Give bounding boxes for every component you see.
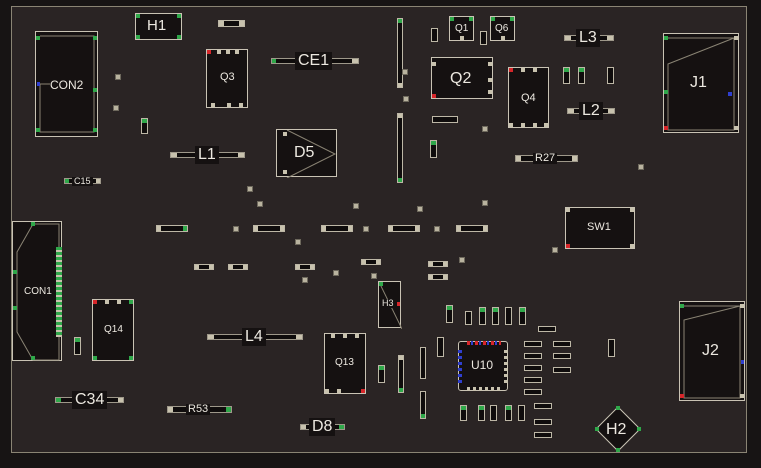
label-h2: H2	[606, 421, 627, 438]
label-h3: H3	[382, 298, 394, 308]
label-d8: D8	[309, 418, 336, 436]
capacitor-l3-2[interactable]	[578, 67, 585, 84]
label-sw1: SW1	[587, 221, 611, 233]
label-c34: C34	[72, 391, 108, 409]
label-q6: Q6	[495, 23, 509, 34]
component-q2[interactable]	[431, 57, 493, 99]
label-ce1: CE1	[295, 52, 333, 70]
label-c15: C15	[72, 176, 93, 186]
resistor-vertical-2[interactable]	[397, 113, 403, 183]
component-h1[interactable]	[135, 13, 182, 40]
label-j1: J1	[690, 74, 707, 91]
capacitor-l3-3[interactable]	[607, 67, 614, 84]
label-con2: CON2	[50, 78, 84, 92]
label-d5: D5	[294, 144, 315, 161]
label-con1: CON1	[24, 286, 52, 297]
con1-pin-strip	[56, 247, 62, 337]
label-u10: U10	[471, 358, 494, 372]
resistor-top-1[interactable]	[218, 20, 245, 27]
label-h1: H1	[147, 17, 167, 34]
label-q14: Q14	[104, 324, 123, 335]
label-q3: Q3	[220, 71, 235, 83]
label-l4: L4	[242, 328, 266, 346]
component-con2[interactable]	[35, 31, 98, 137]
label-r53: R53	[186, 403, 211, 415]
label-q13: Q13	[335, 357, 354, 368]
label-j2: J2	[702, 342, 719, 359]
resistor-vertical-1[interactable]	[397, 18, 403, 88]
label-q2: Q2	[450, 70, 472, 87]
label-l2: L2	[579, 102, 603, 120]
capacitor-l3-1[interactable]	[563, 67, 570, 84]
pcb-board: H1 CON2 Q3 CE1 Q1	[11, 6, 747, 453]
label-q4: Q4	[521, 92, 536, 104]
label-l1: L1	[195, 146, 219, 164]
label-r27: R27	[533, 152, 558, 164]
label-l3: L3	[576, 29, 600, 47]
label-q1: Q1	[455, 23, 469, 34]
